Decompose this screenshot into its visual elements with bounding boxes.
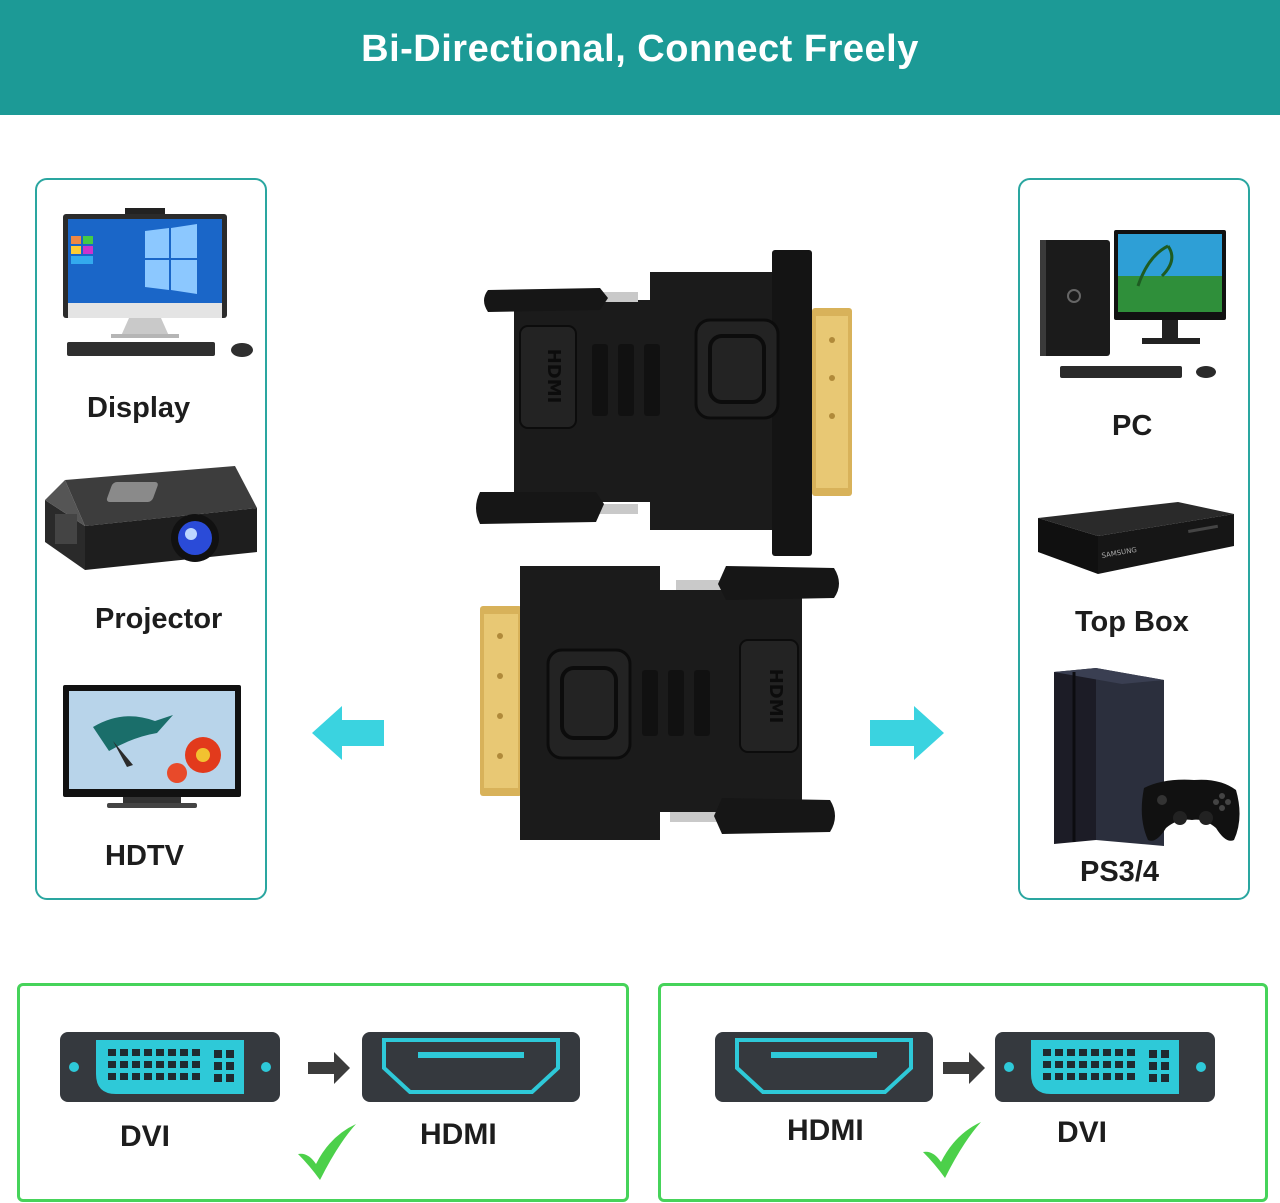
set-top-box-icon: SAMSUNG bbox=[1038, 502, 1234, 574]
conversion-from-label: HDMI bbox=[787, 1114, 864, 1147]
dvi-pin bbox=[144, 1073, 152, 1080]
conversion-box-hdmi-to-dvi: HDMI DVI bbox=[658, 983, 1268, 1202]
dvi-pin bbox=[1067, 1073, 1075, 1080]
dvi-pin bbox=[1115, 1049, 1123, 1056]
dvi-pin bbox=[1043, 1061, 1051, 1068]
device-label-ps3-4: PS3/4 bbox=[1080, 856, 1159, 888]
checkmark-icon bbox=[923, 1122, 981, 1178]
dvi-pin bbox=[180, 1049, 188, 1056]
dvi-pin bbox=[1091, 1061, 1099, 1068]
left-devices-panel: Display Projector HDTV bbox=[35, 178, 267, 900]
adapter-bottom: HDMI bbox=[480, 566, 839, 840]
dvi-pin bbox=[1067, 1061, 1075, 1068]
dvi-pin bbox=[1055, 1061, 1063, 1068]
conversion-box-dvi-to-hdmi: DVI HDMI bbox=[17, 983, 629, 1202]
hdmi-connector-icon bbox=[362, 1032, 580, 1102]
dvi-pin bbox=[156, 1049, 164, 1056]
dvi-pin bbox=[1115, 1073, 1123, 1080]
dvi-pin bbox=[1055, 1073, 1063, 1080]
right-devices-panel: PC SAMSUNG Top Box PS3/4 bbox=[1018, 178, 1250, 900]
dvi-pin bbox=[1103, 1061, 1111, 1068]
dvi-pin bbox=[1127, 1061, 1135, 1068]
adapter-bottom-logo: HDMI bbox=[765, 669, 786, 724]
device-label-pc: PC bbox=[1112, 410, 1153, 442]
dvi-pin bbox=[180, 1073, 188, 1080]
monitor-icon bbox=[63, 208, 253, 357]
arrow-right-small-icon bbox=[308, 1052, 350, 1084]
dvi-pin bbox=[1043, 1049, 1051, 1056]
dvi-pin bbox=[168, 1073, 176, 1080]
dvi-pin bbox=[192, 1073, 200, 1080]
page-title: Bi-Directional, Connect Freely bbox=[361, 28, 919, 70]
hdmi-connector-icon bbox=[715, 1032, 933, 1102]
dvi-pin bbox=[1091, 1049, 1099, 1056]
dvi-pin bbox=[1079, 1061, 1087, 1068]
dvi-pin bbox=[132, 1049, 140, 1056]
dvi-connector-icon bbox=[60, 1032, 280, 1102]
adapter-top-logo: HDMI bbox=[543, 349, 564, 404]
adapter-top: HDMI bbox=[476, 250, 852, 556]
projector-icon bbox=[45, 466, 257, 570]
dvi-pin bbox=[168, 1049, 176, 1056]
device-label-display: Display bbox=[87, 392, 191, 424]
dvi-pin bbox=[1055, 1049, 1063, 1056]
dvi-hdmi-adapter-image: HDMI HDMI bbox=[476, 250, 852, 840]
dvi-pin bbox=[1127, 1049, 1135, 1056]
arrow-right-small-icon bbox=[943, 1052, 985, 1084]
dvi-pin bbox=[144, 1061, 152, 1068]
dvi-pin bbox=[108, 1073, 116, 1080]
dvi-pin bbox=[156, 1061, 164, 1068]
conversion-to-label: DVI bbox=[1057, 1116, 1108, 1149]
desktop-pc-icon bbox=[1040, 230, 1226, 378]
dvi-pin bbox=[156, 1073, 164, 1080]
dvi-pin bbox=[1043, 1073, 1051, 1080]
checkmark-icon bbox=[298, 1124, 356, 1180]
dvi-pin bbox=[120, 1049, 128, 1056]
dvi-pin bbox=[1103, 1049, 1111, 1056]
game-console-icon bbox=[1054, 668, 1240, 846]
conversion-from-label: DVI bbox=[120, 1120, 171, 1153]
conversion-to-label: HDMI bbox=[420, 1118, 497, 1151]
header-banner: Bi-Directional, Connect Freely bbox=[0, 0, 1280, 115]
dvi-pin bbox=[1115, 1061, 1123, 1068]
dvi-pin bbox=[192, 1061, 200, 1068]
dvi-pin bbox=[108, 1049, 116, 1056]
dvi-pin bbox=[120, 1073, 128, 1080]
dvi-pin bbox=[144, 1049, 152, 1056]
dvi-connector-icon bbox=[995, 1032, 1215, 1102]
dvi-pin bbox=[1067, 1049, 1075, 1056]
dvi-pin bbox=[1127, 1073, 1135, 1080]
dvi-pin bbox=[180, 1061, 188, 1068]
dvi-pin bbox=[192, 1049, 200, 1056]
dvi-pin bbox=[1079, 1073, 1087, 1080]
arrow-right-icon bbox=[870, 706, 944, 760]
dvi-pin bbox=[132, 1073, 140, 1080]
tv-icon bbox=[63, 685, 241, 808]
dvi-pin bbox=[120, 1061, 128, 1068]
dvi-pin bbox=[1103, 1073, 1111, 1080]
device-label-hdtv: HDTV bbox=[105, 840, 184, 872]
dvi-pin bbox=[1091, 1073, 1099, 1080]
dvi-pin bbox=[168, 1061, 176, 1068]
device-label-projector: Projector bbox=[95, 603, 223, 635]
dvi-pin bbox=[108, 1061, 116, 1068]
dvi-pin bbox=[1079, 1049, 1087, 1056]
arrow-left-icon bbox=[312, 706, 384, 760]
dvi-pin bbox=[132, 1061, 140, 1068]
device-label-top-box: Top Box bbox=[1075, 606, 1189, 638]
